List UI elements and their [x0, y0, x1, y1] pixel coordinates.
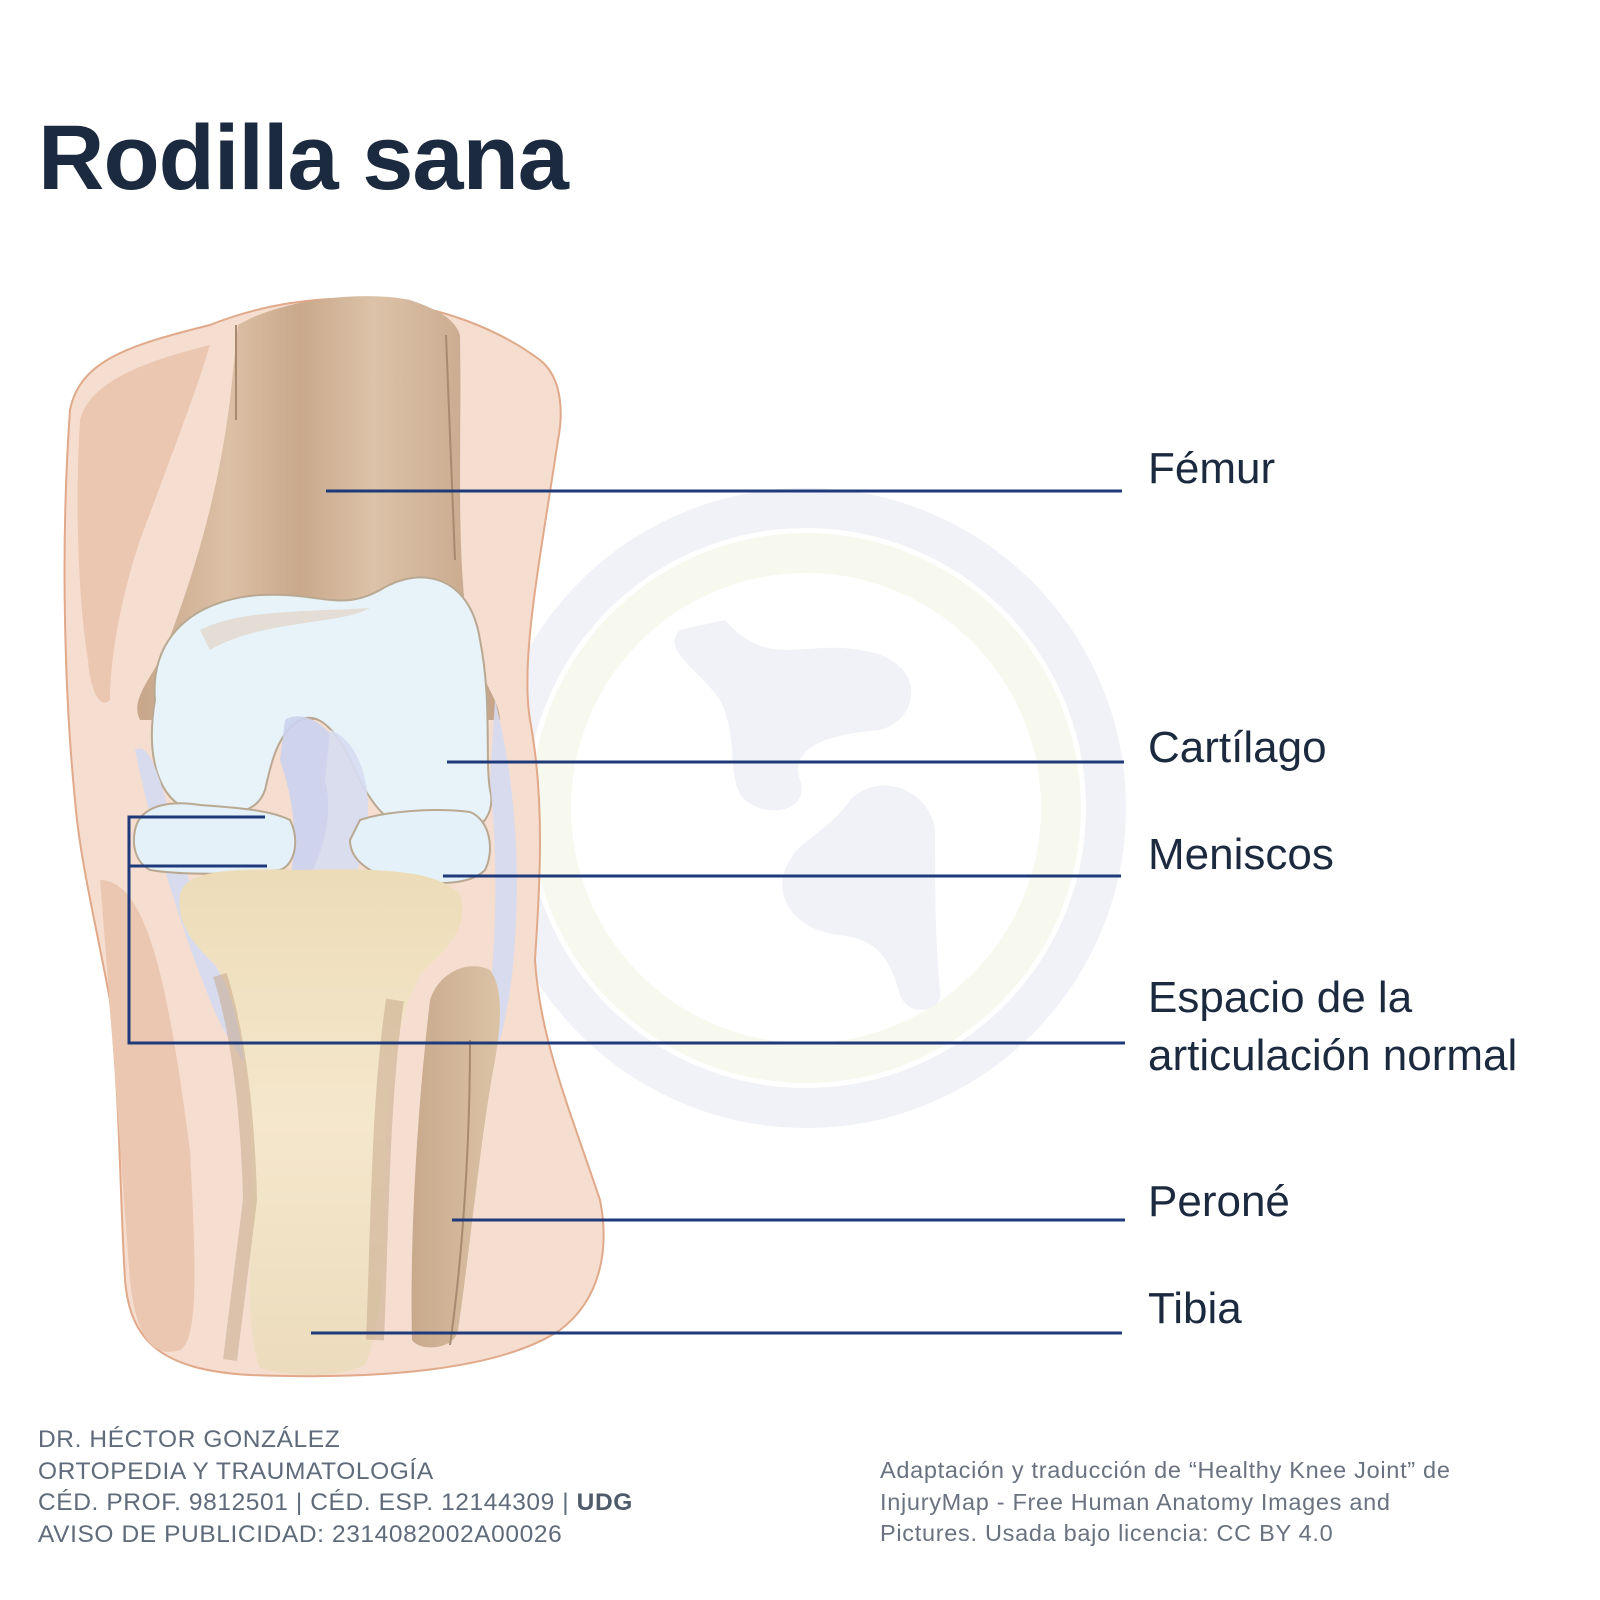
meniscus-left	[132, 802, 297, 875]
doctor-credits: DR. HÉCTOR GONZÁLEZ ORTOPEDIA Y TRAUMATO…	[38, 1424, 633, 1550]
label-femur: Fémur	[1148, 444, 1276, 493]
advertising-notice: AVISO DE PUBLICIDAD: 2314082002A00026	[38, 1520, 563, 1548]
leader-lines	[127, 489, 1125, 1335]
label-espacio-line1: Espacio de la	[1148, 973, 1413, 1022]
fibula-bone	[411, 966, 500, 1348]
label-perone: Peroné	[1148, 1177, 1290, 1226]
label-cartilago: Cartílago	[1148, 723, 1327, 772]
doctor-license: CÉD. PROF. 9812501 | CÉD. ESP. 12144309 …	[38, 1489, 633, 1516]
university-abbrev: UDG	[576, 1489, 633, 1516]
label-meniscos: Meniscos	[1148, 830, 1334, 879]
leader-line-espacio	[127, 815, 1125, 1045]
label-tibia: Tibia	[1148, 1284, 1242, 1333]
page-title: Rodilla sana	[38, 107, 569, 209]
doctor-name: DR. HÉCTOR GONZÁLEZ	[38, 1426, 341, 1453]
watermark-logo	[486, 488, 1126, 1128]
attribution: Adaptación y traducción de “Healthy Knee…	[880, 1457, 1451, 1546]
label-espacio-line2: articulación normal	[1148, 1031, 1518, 1080]
label-espacio: Espacio de la articulación normal	[1148, 969, 1517, 1085]
doctor-specialty: ORTOPEDIA Y TRAUMATOLOGÍA	[38, 1457, 434, 1485]
